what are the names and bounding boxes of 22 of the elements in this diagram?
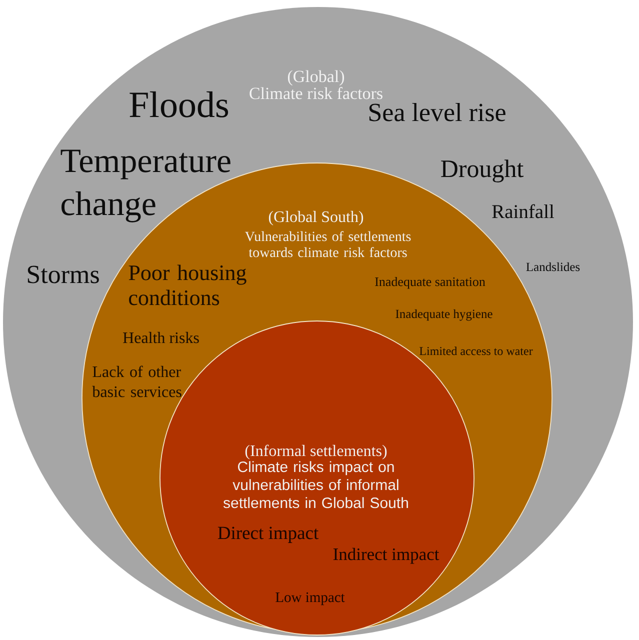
vulnerability-label: Inadequate sanitation	[375, 276, 486, 289]
scope-label: (Informal settlements)	[245, 444, 387, 460]
circle-title: Climate risk factors	[250, 87, 382, 100]
factor-label: Landslides	[526, 262, 580, 272]
vulnerability-label: Inadequate hygiene	[396, 309, 492, 321]
impact-label: Indirect impact	[333, 548, 440, 564]
vulnerability-label: Lack of other basic services	[92, 366, 182, 398]
impact-label: Direct impact	[218, 526, 318, 543]
circle-title: Climate risks impact on vulnerabilities of informal settlements in Global South	[223, 461, 408, 508]
factor-label: Sea level rise	[369, 102, 506, 122]
circle-title: Vulnerabilities of settlements towards climate risk factors	[244, 231, 411, 258]
factor-label: Floods	[130, 91, 228, 118]
factor-label: Drought	[441, 160, 524, 182]
impact-label: Low impact	[276, 592, 345, 606]
scope-label: (Global South)	[268, 210, 364, 226]
vulnerability-label: Health risks	[123, 332, 199, 344]
factor-label: Temperature change	[60, 150, 230, 222]
scope-label: (Global)	[288, 70, 344, 86]
factor-label: Storms	[28, 266, 99, 284]
vulnerability-label: Poor housing conditions	[128, 264, 246, 306]
vulnerability-label: Limited access to water	[420, 346, 533, 356]
factor-label: Rainfall	[492, 204, 554, 218]
